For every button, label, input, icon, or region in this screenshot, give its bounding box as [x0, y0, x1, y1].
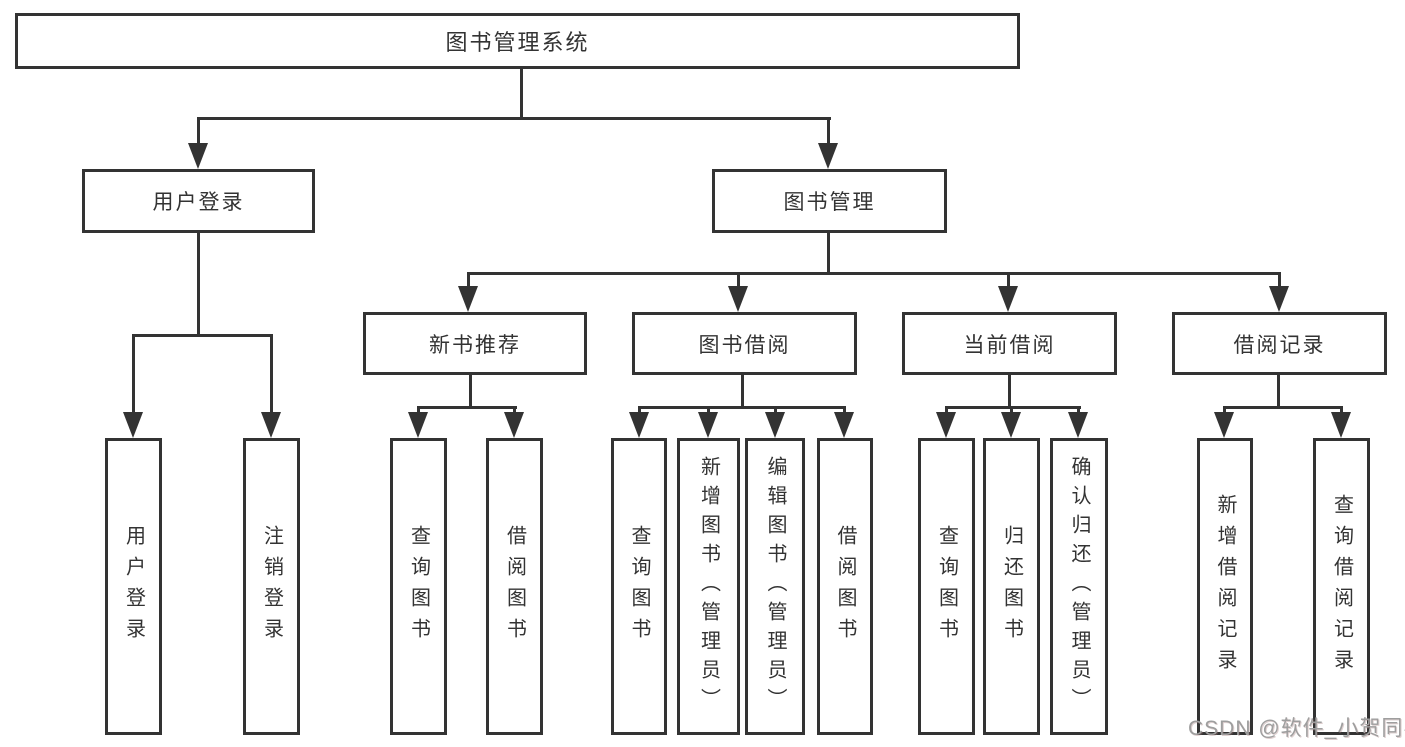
leaf-borrow-book-1-label: 借阅图书 — [503, 524, 526, 649]
leaf-query-borrow-record-label: 查询借阅记录 — [1330, 493, 1353, 680]
node-borrow-records-label: 借阅记录 — [1233, 333, 1326, 357]
leaf-add-borrow-record: 新增借阅记录 — [1197, 438, 1253, 735]
arrow-down-icon — [698, 412, 718, 438]
arrow-down-icon — [998, 286, 1018, 312]
node-current-borrow-label: 当前借阅 — [963, 333, 1056, 357]
connector-line — [843, 406, 846, 416]
connector-line — [270, 334, 273, 414]
node-library-system: 图书管理系统 — [15, 13, 1020, 69]
leaf-query-borrow-record: 查询借阅记录 — [1313, 438, 1370, 735]
connector-line — [417, 406, 420, 416]
leaf-query-book-1-label: 查询图书 — [407, 524, 430, 649]
connector-line — [1223, 406, 1226, 416]
leaf-query-book-2: 查询图书 — [611, 438, 667, 735]
connector-line — [1008, 375, 1011, 409]
leaf-query-book-2-label: 查询图书 — [628, 524, 650, 649]
leaf-logout: 注销登录 — [243, 438, 300, 735]
connector-line — [1278, 272, 1281, 290]
connector-line — [741, 375, 744, 409]
arrow-down-icon — [408, 412, 428, 438]
connector-line — [469, 375, 472, 409]
arrow-down-icon — [188, 143, 208, 169]
arrow-down-icon — [765, 412, 785, 438]
connector-line — [707, 406, 710, 416]
connector-line — [945, 406, 1081, 409]
node-book-management: 图书管理 — [712, 169, 947, 233]
node-book-borrow-label: 图书借阅 — [698, 333, 791, 357]
leaf-query-book-1: 查询图书 — [390, 438, 447, 735]
connector-line — [1340, 406, 1343, 416]
node-new-book-recommend-label: 新书推荐 — [429, 333, 521, 357]
arrow-down-icon — [261, 412, 281, 438]
connector-line — [132, 334, 273, 337]
connector-line — [132, 334, 135, 414]
node-borrow-records: 借阅记录 — [1172, 312, 1387, 375]
connector-line — [827, 117, 830, 147]
connector-line — [945, 406, 948, 416]
leaf-return-book: 归还图书 — [983, 438, 1040, 735]
connector-line — [467, 272, 470, 290]
connector-line — [737, 272, 740, 290]
leaf-confirm-return-admin: 确认归还（管理员） — [1050, 438, 1108, 735]
leaf-confirm-return-admin-label: 确认归还（管理员） — [1068, 456, 1090, 717]
connector-line — [638, 406, 846, 409]
node-library-system-label: 图书管理系统 — [445, 30, 590, 55]
arrow-down-icon — [728, 286, 748, 312]
arrow-down-icon — [818, 143, 838, 169]
node-new-book-recommend: 新书推荐 — [363, 312, 587, 375]
connector-line — [197, 233, 200, 337]
arrow-down-icon — [1331, 412, 1351, 438]
arrow-down-icon — [123, 412, 143, 438]
connector-line — [1007, 272, 1010, 290]
arrow-down-icon — [834, 412, 854, 438]
leaf-add-book-admin: 新增图书（管理员） — [677, 438, 740, 735]
node-user-login-label: 用户登录 — [152, 191, 245, 214]
connector-line — [197, 117, 200, 147]
leaf-query-book-3-label: 查询图书 — [935, 524, 958, 649]
arrow-down-icon — [1214, 412, 1234, 438]
connector-line — [1077, 406, 1080, 416]
connector-line — [520, 69, 523, 120]
leaf-user-login-label: 用户登录 — [122, 524, 145, 649]
leaf-user-login: 用户登录 — [105, 438, 162, 735]
connector-line — [774, 406, 777, 416]
leaf-edit-book-admin-label: 编辑图书（管理员） — [764, 456, 786, 717]
leaf-logout-label: 注销登录 — [260, 524, 283, 649]
leaf-add-borrow-record-label: 新增借阅记录 — [1214, 493, 1236, 680]
connector-line — [467, 272, 1281, 275]
leaf-borrow-book-2-label: 借阅图书 — [834, 524, 856, 649]
connector-line — [197, 117, 831, 120]
arrow-down-icon — [504, 412, 524, 438]
leaf-borrow-book-2: 借阅图书 — [817, 438, 873, 735]
connector-line — [827, 233, 830, 275]
arrow-down-icon — [629, 412, 649, 438]
node-book-management-label: 图书管理 — [783, 191, 876, 214]
node-book-borrow: 图书借阅 — [632, 312, 857, 375]
node-current-borrow: 当前借阅 — [902, 312, 1117, 375]
arrow-down-icon — [458, 286, 478, 312]
connector-line — [1223, 406, 1343, 409]
leaf-return-book-label: 归还图书 — [1000, 524, 1023, 649]
arrow-down-icon — [1001, 412, 1021, 438]
arrow-down-icon — [936, 412, 956, 438]
leaf-borrow-book-1: 借阅图书 — [486, 438, 543, 735]
connector-line — [638, 406, 641, 416]
connector-line — [1010, 406, 1013, 416]
leaf-edit-book-admin: 编辑图书（管理员） — [745, 438, 805, 735]
leaf-add-book-admin-label: 新增图书（管理员） — [697, 456, 720, 717]
connector-line — [417, 406, 517, 409]
connector-line — [1277, 375, 1280, 409]
connector-line — [513, 406, 516, 416]
leaf-query-book-3: 查询图书 — [918, 438, 975, 735]
node-user-login: 用户登录 — [82, 169, 315, 233]
arrow-down-icon — [1269, 286, 1289, 312]
arrow-down-icon — [1068, 412, 1088, 438]
csdn-watermark: CSDN @软件_小贺同学 — [1188, 717, 1405, 740]
